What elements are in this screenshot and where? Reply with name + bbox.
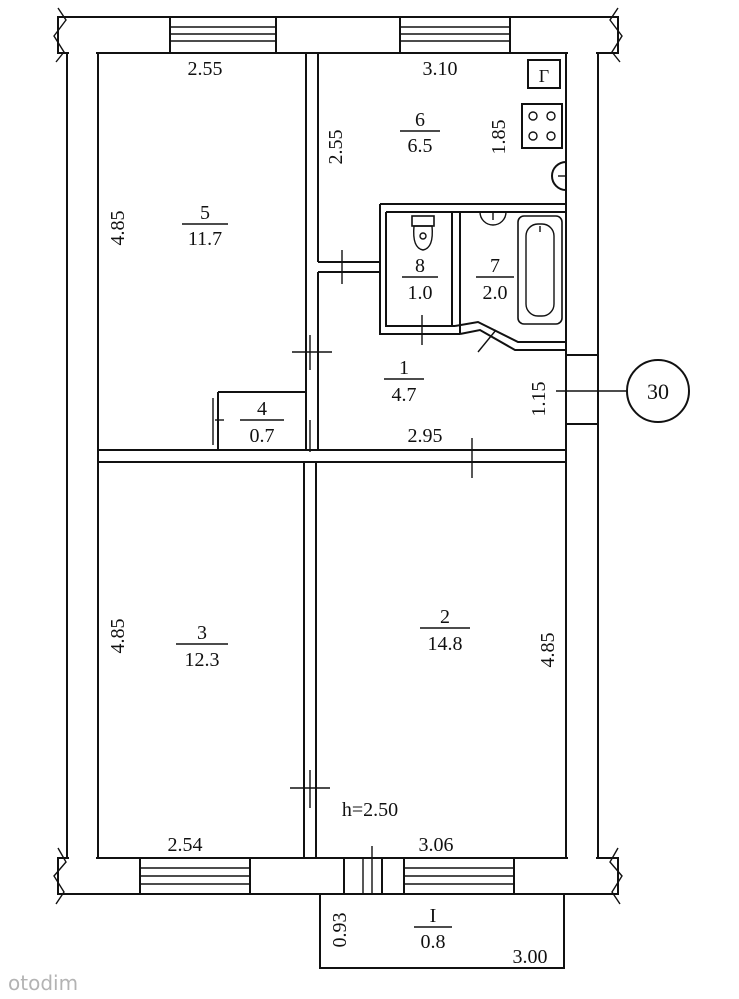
room-2-number: 2: [440, 606, 450, 628]
interior-walls: [98, 53, 598, 858]
toilet-icon: [411, 215, 435, 251]
stove-symbol: Г: [539, 66, 549, 86]
apartment-number-badge: 30: [556, 359, 690, 423]
dim-room6-width: 3.10: [423, 58, 458, 80]
right-exterior-wall: [565, 52, 599, 859]
dim-room6-depth-right: 1.85: [488, 120, 510, 155]
apartment-number: 30: [647, 379, 669, 404]
room-7-area: 2.0: [483, 282, 508, 304]
top-exterior-wall: [57, 16, 619, 54]
window-room2: [403, 857, 515, 895]
dim-room2-width: 3.06: [419, 834, 454, 856]
room-3-number: 3: [197, 622, 207, 644]
room-6-area: 6.5: [408, 135, 433, 157]
room-4-label: 4 0.7: [240, 398, 284, 447]
dim-room5-depth: 4.85: [107, 211, 129, 246]
room-8-label: 8 1.0: [402, 255, 438, 304]
gas-boiler-icon: Г: [527, 59, 561, 89]
room-5-label: 5 11.7: [182, 202, 228, 250]
watermark-logo: otodim: [8, 971, 78, 995]
dim-room2-depth: 4.85: [537, 633, 559, 668]
balcony-number: I: [430, 905, 437, 927]
left-exterior-wall: [66, 52, 99, 859]
dimension-labels: 2.55 3.10 4.85 2.55 1.85 2.95 1.15 4.85 …: [107, 58, 559, 968]
room-1-label: 1 4.7: [384, 357, 424, 406]
dim-room6-depth-left: 2.55: [325, 130, 347, 165]
room-6-label: 6 6.5: [400, 109, 440, 157]
bathtub-icon: [517, 215, 563, 325]
room-7-label: 7 2.0: [476, 255, 514, 304]
wall-break-marks: [53, 7, 623, 905]
room-7-number: 7: [490, 255, 500, 277]
dim-balcony-width: 3.00: [513, 946, 548, 968]
room-4-number: 4: [257, 398, 267, 420]
dim-room3-depth: 4.85: [107, 619, 129, 654]
ceiling-height: h=2.50: [342, 799, 398, 821]
room-5-area: 11.7: [188, 228, 222, 250]
window-room6: [399, 16, 511, 54]
room-3-area: 12.3: [185, 649, 220, 671]
room-1-number: 1: [399, 357, 409, 379]
room-labels: 5 11.7 6 6.5 8 1.0 7 2.0 1 4.7 4 0.7: [176, 109, 514, 953]
room-5-number: 5: [200, 202, 210, 224]
windows: [139, 16, 515, 895]
room-2-label: 2 14.8: [420, 606, 470, 655]
balcony-label: I 0.8: [414, 905, 452, 953]
dim-hall-width: 2.95: [408, 425, 443, 447]
dim-balcony-depth: 0.93: [329, 913, 351, 948]
room-4-area: 0.7: [250, 425, 275, 447]
dim-room3-width: 2.54: [168, 834, 203, 856]
room-2-area: 14.8: [428, 633, 463, 655]
room-8-number: 8: [415, 255, 425, 277]
room-3-label: 3 12.3: [176, 622, 228, 671]
balcony-door: [343, 857, 383, 895]
window-room3: [139, 857, 251, 895]
room-1-area: 4.7: [392, 384, 417, 406]
stove-icon: [521, 103, 563, 149]
dim-hall-depth: 1.15: [528, 382, 550, 417]
dim-room5-width: 2.55: [188, 58, 223, 80]
room-8-area: 1.0: [408, 282, 433, 304]
window-room5: [169, 16, 277, 54]
sink-icon: [551, 161, 567, 191]
washbasin-icon: [479, 211, 507, 226]
balcony: [319, 893, 565, 969]
balcony-area: 0.8: [421, 931, 446, 953]
room-6-number: 6: [415, 109, 425, 131]
